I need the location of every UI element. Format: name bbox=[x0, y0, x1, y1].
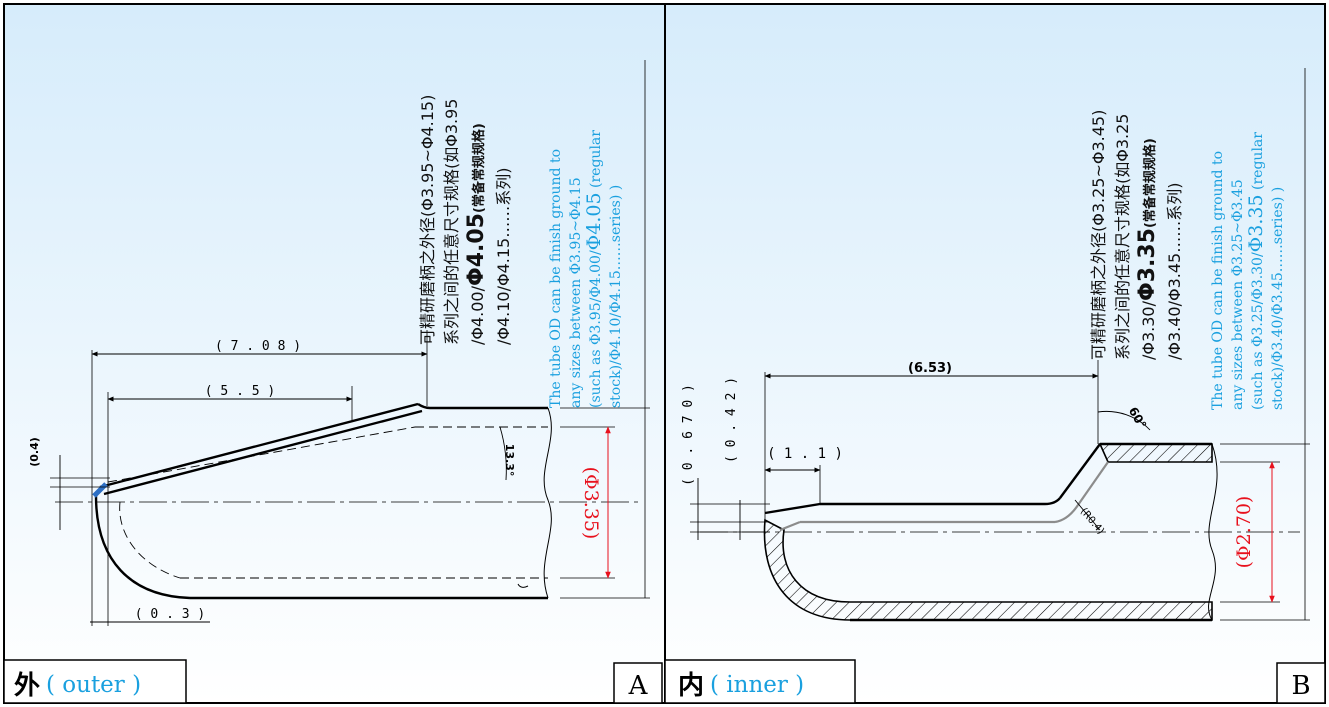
dim-0-670: ( 0 . 6 7 0 ) bbox=[681, 384, 696, 486]
inner-bore-hidden-lines bbox=[107, 426, 548, 579]
cn-note-highlight: Φ3.35 bbox=[1135, 228, 1160, 301]
title-box-inner bbox=[664, 659, 856, 704]
title-en-inner: ( inner ) bbox=[710, 672, 804, 698]
panel-b-background bbox=[664, 3, 1326, 704]
dim-7-08: ( 7 . 0 8 ) bbox=[215, 339, 301, 354]
cn-note-line: /Φ4.10/Φ4.15……系列) bbox=[494, 168, 513, 345]
inner-liner bbox=[779, 461, 1109, 532]
cn-note-highlight: Φ4.05 bbox=[464, 213, 489, 286]
cn-note-line: /Φ3.30/ bbox=[1139, 300, 1158, 360]
dim-0-42: ( 0 . 4 2 ) bbox=[724, 377, 739, 463]
cn-note: 可精研磨柄之外径(Φ3.95~Φ4.15) 系列之间的任意尺寸规格(如Φ3.95… bbox=[418, 90, 513, 345]
cn-note-bold: (常备常规规格) bbox=[1142, 138, 1158, 228]
en-note-line: any sizes between Φ3.95~Φ4.15 bbox=[568, 177, 584, 408]
cn-note-line: /Φ4.00/ bbox=[468, 285, 487, 345]
en-note: The tube OD can be finish ground to any … bbox=[548, 126, 624, 408]
title-cn-inner: 内 bbox=[678, 671, 704, 701]
en-note-highlight: Φ3.35 bbox=[1245, 194, 1267, 252]
en-note-line: (regular bbox=[588, 130, 604, 193]
dim-diameter-3-35: (Φ3.35) bbox=[580, 467, 602, 540]
en-note-line: (regular bbox=[1250, 132, 1266, 195]
break-line bbox=[1208, 443, 1218, 621]
cn-note-bold: (常备常规规格) bbox=[471, 123, 487, 213]
cn-note-line: 系列之间的任意尺寸规格(如Φ3.95 bbox=[442, 99, 461, 345]
dim-0-4: (0.4) bbox=[28, 437, 41, 467]
cn-note: 可精研磨柄之外径(Φ3.25~Φ3.45) 系列之间的任意尺寸规格(如Φ3.25… bbox=[1089, 105, 1184, 360]
corner-box-a bbox=[613, 662, 663, 704]
en-note-line: (such as Φ3.95/Φ4.00/ bbox=[588, 250, 604, 408]
cn-note-line: 系列之间的任意尺寸规格(如Φ3.25 bbox=[1113, 114, 1132, 360]
en-note: The tube OD can be finish ground to any … bbox=[1210, 128, 1286, 410]
dimension-lines bbox=[697, 373, 1151, 540]
tube-wall-section bbox=[1098, 443, 1213, 463]
dim-1-1: ( 1 . 1 ) bbox=[767, 446, 843, 462]
dim-0-3: ( 0 . 3 ) bbox=[135, 607, 205, 622]
corner-box-b bbox=[1276, 662, 1326, 704]
tube-outline bbox=[94, 402, 548, 600]
panel-a: ( 7 . 0 8 ) ( 5 . 5 ) (0.4) ( 0 . 3 ) 13… bbox=[3, 3, 666, 704]
corner-label-b: B bbox=[1291, 671, 1310, 701]
cn-note-line: /Φ3.40/Φ3.45……系列) bbox=[1165, 183, 1184, 360]
corner-label-a: A bbox=[628, 671, 649, 701]
title-cn-outer: 外 bbox=[14, 671, 40, 701]
break-line bbox=[543, 407, 552, 599]
tube-outline bbox=[764, 442, 1212, 622]
en-note-line: stock)/Φ3.40/Φ3.45……series) ) bbox=[1270, 187, 1286, 410]
cn-note-line: 可精研磨柄之外径(Φ3.95~Φ4.15) bbox=[418, 95, 437, 345]
en-note-line: (such as Φ3.25/Φ3.30/ bbox=[1250, 252, 1266, 410]
dim-6-53: (6.53) bbox=[908, 361, 952, 376]
dim-5-5: ( 5 . 5 ) bbox=[205, 384, 275, 399]
dimension-lines bbox=[59, 351, 507, 623]
cn-note-line: 可精研磨柄之外径(Φ3.25~Φ3.45) bbox=[1089, 110, 1108, 360]
title-box-outer bbox=[3, 659, 187, 704]
chamfer-edge bbox=[92, 482, 108, 498]
title-en-outer: ( outer ) bbox=[46, 672, 141, 698]
en-note-highlight: Φ4.05 bbox=[583, 192, 605, 250]
en-note-line: The tube OD can be finish ground to bbox=[1210, 151, 1226, 410]
en-note-line: any sizes between Φ3.25~Φ3.45 bbox=[1230, 179, 1246, 410]
angle-13-3: 13.3° bbox=[503, 444, 516, 477]
dim-diameter-2-70: (Φ2.70) bbox=[1233, 496, 1255, 569]
en-note-line: stock)/Φ4.10/Φ4.15……series) ) bbox=[608, 185, 624, 408]
en-note-line: The tube OD can be finish ground to bbox=[548, 149, 564, 408]
break-line bbox=[517, 583, 529, 588]
panel-b: (6.53) ( 1 . 1 ) ( 0 . 6 7 0 ) ( 0 . 4 2… bbox=[664, 3, 1326, 704]
